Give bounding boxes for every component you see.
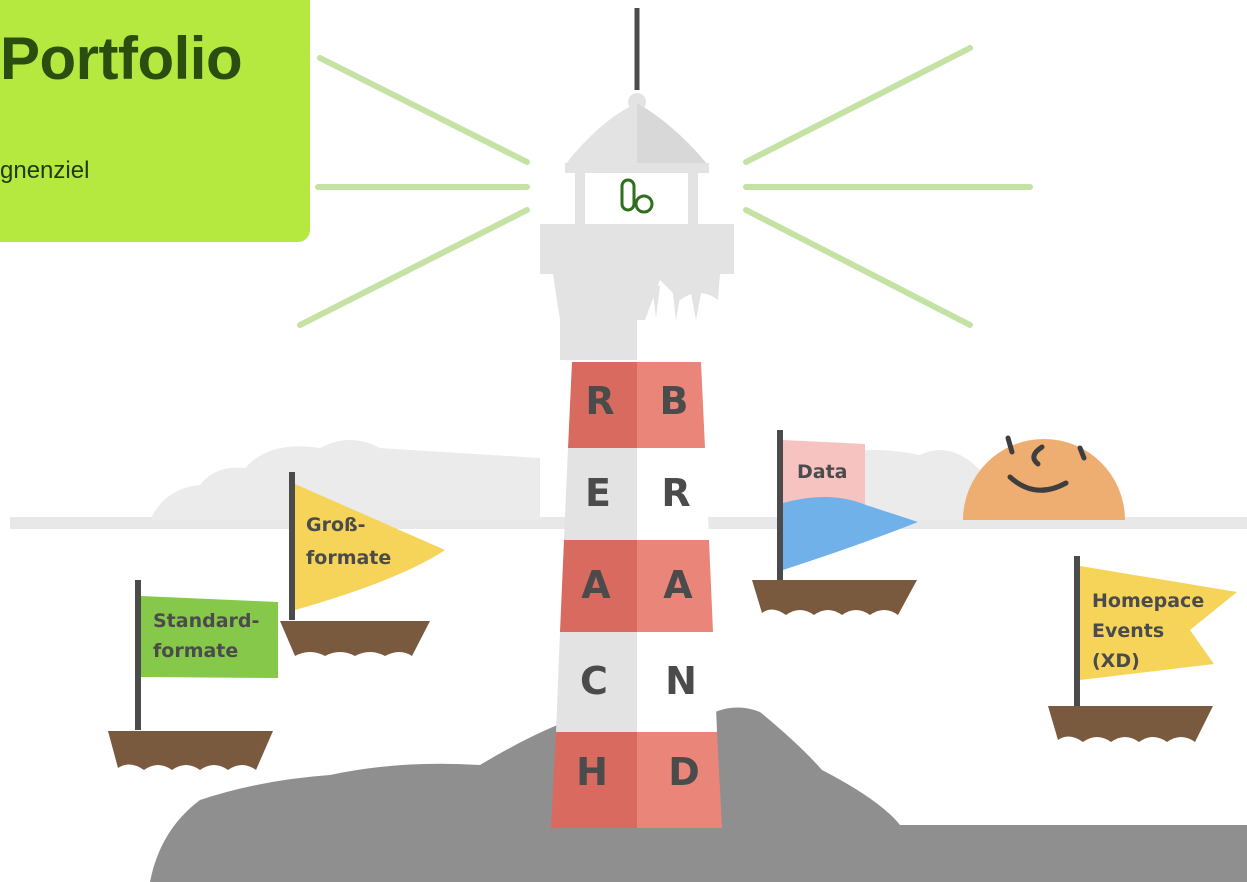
flag-label-standard-line2: formate — [153, 640, 238, 662]
lighthouse: R E A C H B R A N D — [540, 8, 734, 828]
kb-logo-icon — [622, 180, 652, 212]
letter-b: B — [660, 379, 689, 423]
letter-a-right: A — [663, 563, 693, 607]
page-title: Portfolio — [0, 24, 242, 93]
letter-d: D — [668, 750, 700, 794]
flag-label-data: Data — [797, 461, 848, 483]
letter-c: C — [580, 659, 608, 703]
letter-e: E — [585, 471, 611, 515]
letter-h: H — [576, 750, 608, 794]
flag-label-homepace-line3: (XD) — [1092, 650, 1140, 672]
flag-label-gross-line1: Groß- — [306, 514, 366, 536]
sun — [963, 438, 1125, 520]
letter-n: N — [665, 659, 697, 703]
letter-r-left: R — [585, 379, 614, 423]
flag-label-standard-line1: Standard- — [153, 610, 259, 632]
letter-a-left: A — [581, 563, 611, 607]
letter-r-right: R — [661, 471, 690, 515]
flag-label-homepace-line2: Events — [1092, 620, 1164, 642]
flag-label-homepace-line1: Homepace — [1092, 590, 1204, 612]
page-subtitle: gnenziel — [0, 157, 89, 185]
flag-label-gross-line2: formate — [306, 547, 391, 569]
boat-standardformate: Standard- formate — [108, 580, 278, 770]
boat-homepace-events: Homepace Events (XD) — [1048, 556, 1237, 742]
title-card: Portfolio gnenziel — [0, 0, 310, 242]
